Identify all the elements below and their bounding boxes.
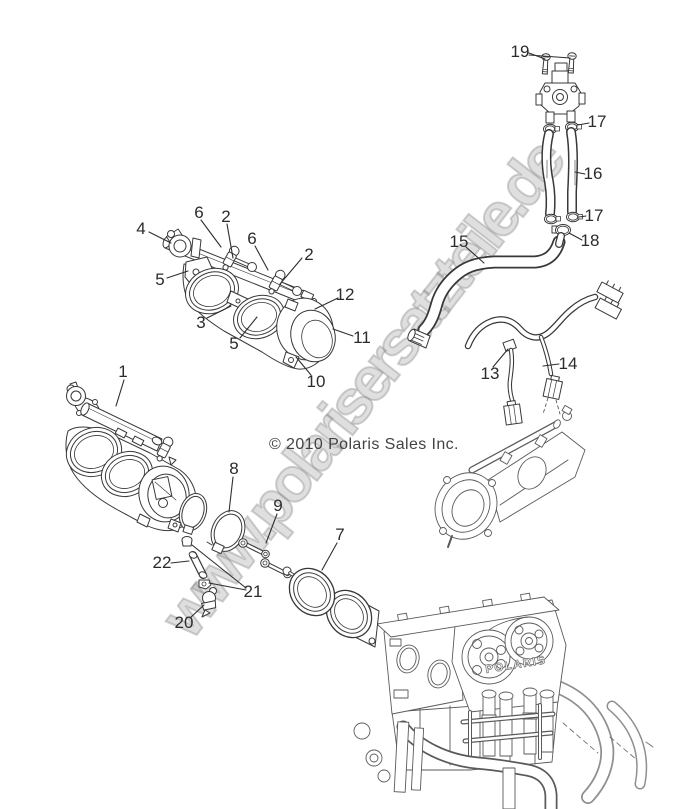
fuel-hose-art — [407, 235, 566, 349]
copyright-notice: © 2010 Polaris Sales Inc. — [269, 436, 459, 453]
clamp-and-bolts-art — [206, 510, 303, 582]
throttle-body-assembly-art — [162, 228, 336, 370]
seal-rings-art — [279, 558, 382, 648]
leader-lines — [115, 52, 590, 619]
regulator-assembly-art — [535, 51, 586, 248]
lower-throttle-body-art — [65, 381, 208, 535]
small-parts-art — [181, 536, 217, 618]
engine-block-art: POLARIS — [353, 592, 654, 809]
installed-throttle-body-art — [434, 397, 586, 548]
wiring-harness-art — [464, 280, 624, 426]
